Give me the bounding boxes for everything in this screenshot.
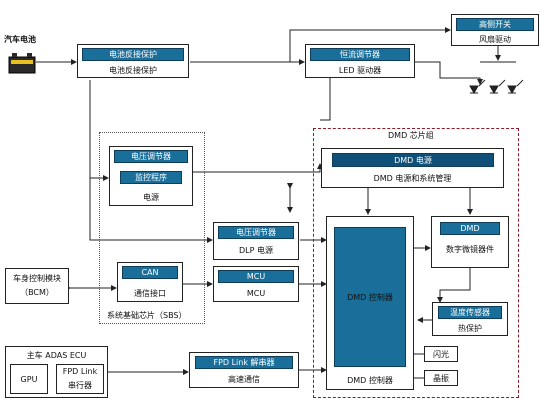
wire-mirror-to-temp bbox=[437, 268, 471, 303]
wire-sbs-to-dmdpower bbox=[192, 163, 323, 173]
led-driver-caption: LED 驱动器 bbox=[338, 66, 382, 75]
mcu-block: MCU MCU bbox=[213, 266, 299, 302]
fan-driver-caption: 风扇驱动 bbox=[479, 35, 511, 44]
fpd-serializer-line2: 串行器 bbox=[68, 381, 92, 390]
dmd-controller-caption: DMD 控制器 bbox=[347, 376, 393, 385]
sbs-power-block: 电压调节器 监控程序 电源 bbox=[109, 146, 193, 206]
adas-ecu-block: 主车 ADAS ECU GPU FPD Link 串行器 bbox=[5, 346, 108, 398]
flash-block: 闪光 bbox=[424, 346, 458, 362]
voltage-regulator-bar: 电压调节器 bbox=[114, 150, 188, 163]
adas-ecu-title: 主车 ADAS ECU bbox=[26, 351, 87, 360]
dmd-power-bar: DMD 电源 bbox=[332, 153, 494, 167]
fpd-deserializer-block: FPD Link 解串器 高速通信 bbox=[189, 352, 299, 388]
dlp-voltage-regulator-bar: 电压调节器 bbox=[218, 226, 294, 239]
sbs-power-caption: 电源 bbox=[143, 193, 159, 202]
can-bar: CAN bbox=[122, 266, 178, 279]
dmd-mirror-caption: 数字微镜器件 bbox=[446, 245, 494, 254]
crystal-label: 晶振 bbox=[433, 373, 449, 383]
sbs-chip-group bbox=[99, 132, 205, 324]
high-side-switch-bar: 高侧开关 bbox=[456, 18, 534, 31]
can-interface-block: CAN 通信接口 bbox=[117, 262, 183, 302]
dmd-controller-inner-label: DMD 控制器 bbox=[347, 292, 393, 302]
gpu-label: GPU bbox=[20, 374, 38, 384]
dmd-mirror-block: DMD 数字微镜器件 bbox=[431, 216, 509, 268]
led-lamp-symbols bbox=[469, 79, 524, 95]
dmd-controller-block: DMD 控制器 DMD 控制器 bbox=[326, 216, 414, 390]
bcm-block: 车身控制模块 （BCM） bbox=[5, 268, 69, 304]
fan-driver-block: 高侧开关 风扇驱动 bbox=[451, 14, 539, 46]
mcu-bar: MCU bbox=[218, 270, 294, 283]
monitor-program-bar: 监控程序 bbox=[120, 171, 182, 184]
bcm-line2: （BCM） bbox=[20, 288, 54, 297]
crystal-block: 晶振 bbox=[424, 370, 458, 386]
temp-sensor-block: 温度传感器 热保护 bbox=[432, 302, 508, 336]
dmd-chipset-group bbox=[313, 128, 519, 398]
flash-label: 闪光 bbox=[433, 349, 449, 359]
can-caption: 通信接口 bbox=[134, 289, 166, 298]
wire-led-to-lamps bbox=[415, 61, 483, 85]
dmd-chipset-title: DMD 芯片组 bbox=[388, 131, 434, 140]
mcu-caption: MCU bbox=[246, 289, 266, 298]
battery-protect-bar: 电池反接保护 bbox=[82, 48, 184, 61]
gpu-block: GPU bbox=[10, 364, 48, 394]
dmd-power-block: DMD 电源 DMD 电源和系统管理 bbox=[321, 148, 504, 188]
fpd-serializer-line1: FPD Link bbox=[62, 367, 98, 376]
constant-current-bar: 恒流调节器 bbox=[310, 48, 410, 61]
bcm-line1: 车身控制模块 bbox=[13, 274, 61, 283]
battery-label: 汽车电池 bbox=[4, 35, 36, 44]
dmd-power-caption: DMD 电源和系统管理 bbox=[373, 174, 452, 183]
fpd-serializer-block: FPD Link 串行器 bbox=[56, 364, 104, 394]
wire-trunk-vertical bbox=[89, 80, 213, 243]
dlp-power-block: 电压调节器 DLP 电源 bbox=[213, 222, 299, 260]
battery-protect-block: 电池反接保护 电池反接保护 bbox=[77, 44, 189, 78]
wire-protect-to-fan bbox=[190, 27, 451, 63]
wire-dmdpower-to-led bbox=[320, 69, 347, 121]
dmd-mirror-bar: DMD bbox=[440, 222, 500, 235]
led-driver-block: 恒流调节器 LED 驱动器 bbox=[305, 44, 415, 78]
battery-icon bbox=[8, 52, 36, 74]
thermal-protect-caption: 热保护 bbox=[458, 324, 482, 333]
temp-sensor-bar: 温度传感器 bbox=[438, 306, 502, 319]
sbs-footer-label: 系统基础芯片（SBS） bbox=[107, 311, 187, 320]
dmd-controller-core: DMD 控制器 bbox=[334, 227, 406, 367]
fpd-deserializer-caption: 高速通信 bbox=[228, 375, 260, 384]
battery-protect-caption: 电池反接保护 bbox=[109, 66, 157, 75]
fpd-deserializer-bar: FPD Link 解串器 bbox=[195, 356, 293, 369]
dlp-power-caption: DLP 电源 bbox=[239, 246, 273, 255]
